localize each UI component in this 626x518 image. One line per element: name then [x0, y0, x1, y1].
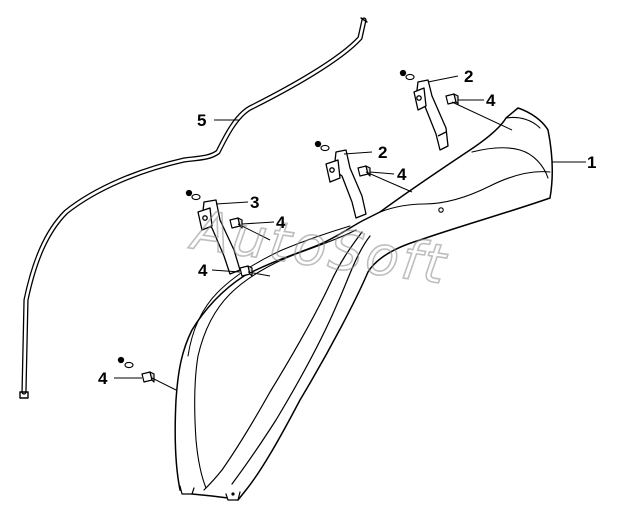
callout-washer-left: 3: [250, 193, 259, 212]
callout-fender: 1: [587, 153, 596, 172]
rod-part: [19, 17, 368, 399]
callout-clip-upper: 4: [486, 91, 496, 110]
fasteners: [117, 69, 415, 369]
callout-clip-bottom: 4: [98, 369, 108, 388]
bracket-middle: [325, 149, 367, 219]
callout-rod: 5: [197, 111, 206, 130]
callout-washer-middle: 2: [378, 143, 387, 162]
callout-clip-middle: 4: [397, 165, 407, 184]
leader-lines: [114, 75, 586, 391]
callout-clip-left-lower: 4: [198, 261, 208, 280]
bracket-upper: [413, 79, 449, 151]
callout-clip-left-upper: 4: [276, 213, 286, 232]
fender-part: [174, 107, 553, 501]
callout-washer-upper: 2: [464, 67, 473, 86]
